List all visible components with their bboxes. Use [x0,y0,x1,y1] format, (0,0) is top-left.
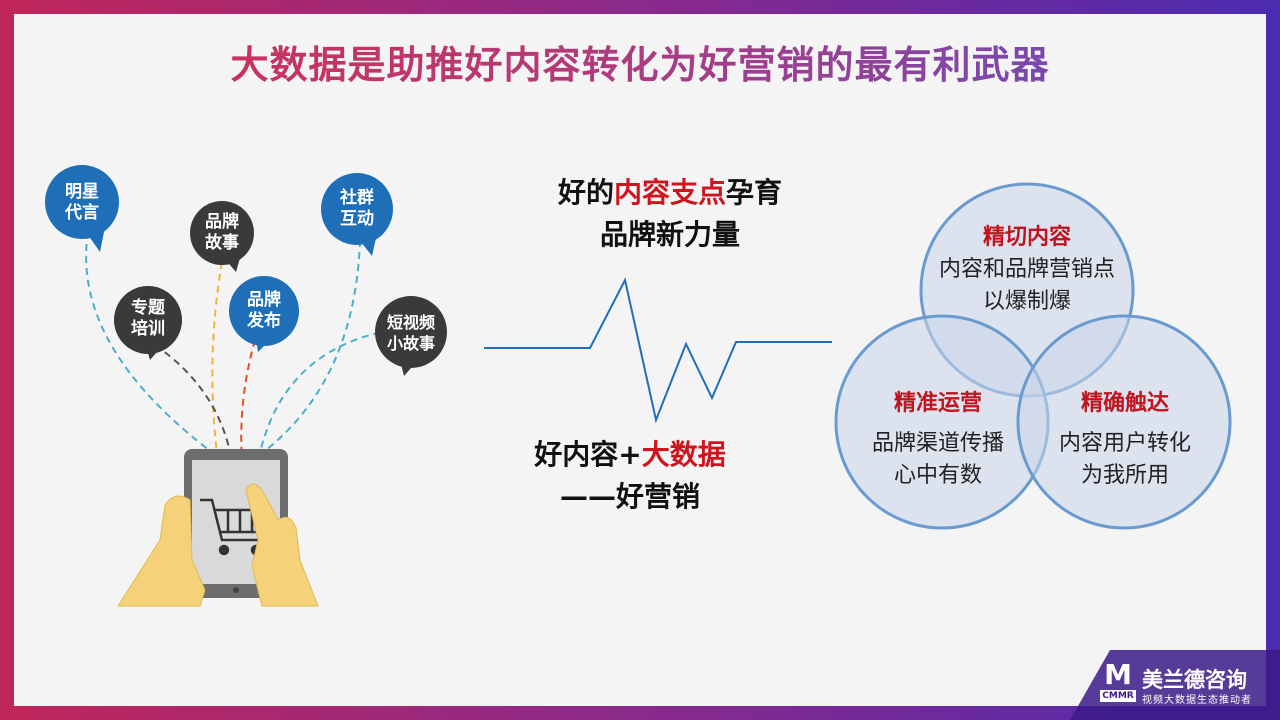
bubble-celebrity [45,165,119,252]
venn-top-title: 精切内容 [982,225,1071,250]
venn-top-text: 精切内容 内容和品牌营销点 以爆制爆 [917,222,1137,318]
tagline-top: 好的内容支点孕育 品牌新力量 [500,172,840,256]
bubble-line: 品牌 [247,290,281,310]
venn-right-title: 精确触达 [1080,391,1169,416]
bubble-line: 明星 [65,182,99,202]
line-celebrity [85,231,226,463]
tagline-highlight: 内容支点 [613,176,726,209]
venn-circle-right [1016,314,1232,530]
venn-top-line2: 以爆制爆 [982,289,1071,314]
company-logo-mark: M CMMR [1100,660,1136,710]
bubble-brand-story [190,201,254,272]
bubble-brand-story-text: 品牌 故事 [192,212,252,254]
bubble-line: 小故事 [386,334,435,353]
venn-left-line2: 心中有数 [893,463,982,488]
bubble-training [114,286,182,360]
venn-left-line1: 品牌渠道传播 [871,431,1004,456]
venn-right-line1: 内容用户转化 [1058,431,1191,456]
bubble-line: 专题 [131,298,165,318]
bubble-line: 社群 [340,188,374,208]
bubble-line: 品牌 [205,212,239,232]
hands-illustration [117,483,319,607]
bubble-line: 故事 [205,233,239,253]
line-community [249,239,361,463]
tagline-top-line2: 品牌新力量 [599,218,740,251]
venn-left-text: 精准运营 品牌渠道传播 心中有数 [848,388,1028,492]
tagline-highlight: 大数据 [641,438,726,471]
company-logo-name: 美兰德咨询 [1142,668,1247,692]
logo-mark-letter: M [1104,658,1132,691]
bubble-brand-launch [229,276,299,352]
line-short-video [257,329,393,463]
line-brand-story [211,261,223,463]
pulse-line [484,277,832,424]
bubble-short-video-text: 短视频 小故事 [374,312,448,354]
bubble-celebrity-text: 明星 代言 [52,182,112,224]
bubble-line: 互动 [340,209,374,229]
line-training [154,344,233,463]
company-logo-tagline: 视频大数据生态推动者 [1142,695,1252,706]
line-brand-launch [240,339,256,463]
tagline-bottom: 好内容+大数据 ——好营销 [460,434,800,518]
bubble-community [321,173,393,256]
tagline-text: 孕育 [726,176,783,209]
bubble-training-text: 专题 培训 [118,298,178,340]
venn-right-line2: 为我所用 [1080,463,1169,488]
logo-mark-sub: CMMR [1100,690,1136,702]
bubble-community-text: 社群 互动 [327,188,387,230]
tagline-bottom-line1: 好内容+大数据 [460,434,800,476]
page-title: 大数据是助推好内容转化为好营销的最有利武器 [0,34,1280,89]
tagline-top-line1: 好的内容支点孕育 [500,172,840,214]
tagline-bottom-line2: ——好营销 [559,480,700,513]
bubble-line: 代言 [65,203,99,223]
venn-left-title: 精准运营 [893,391,982,416]
bubble-line: 短视频 [386,313,435,332]
bubble-brand-launch-text: 品牌 发布 [234,290,294,332]
venn-right-text: 精确触达 内容用户转化 为我所用 [1035,388,1215,492]
bubble-line: 培训 [131,319,165,339]
logo-backdrop [1070,650,1280,720]
venn-top-line1: 内容和品牌营销点 [938,257,1115,282]
tagline-text: 好的 [557,176,614,209]
bubble-line: 发布 [247,311,281,331]
tagline-text: 好内容+ [534,438,642,471]
bubble-short-video [375,296,447,376]
